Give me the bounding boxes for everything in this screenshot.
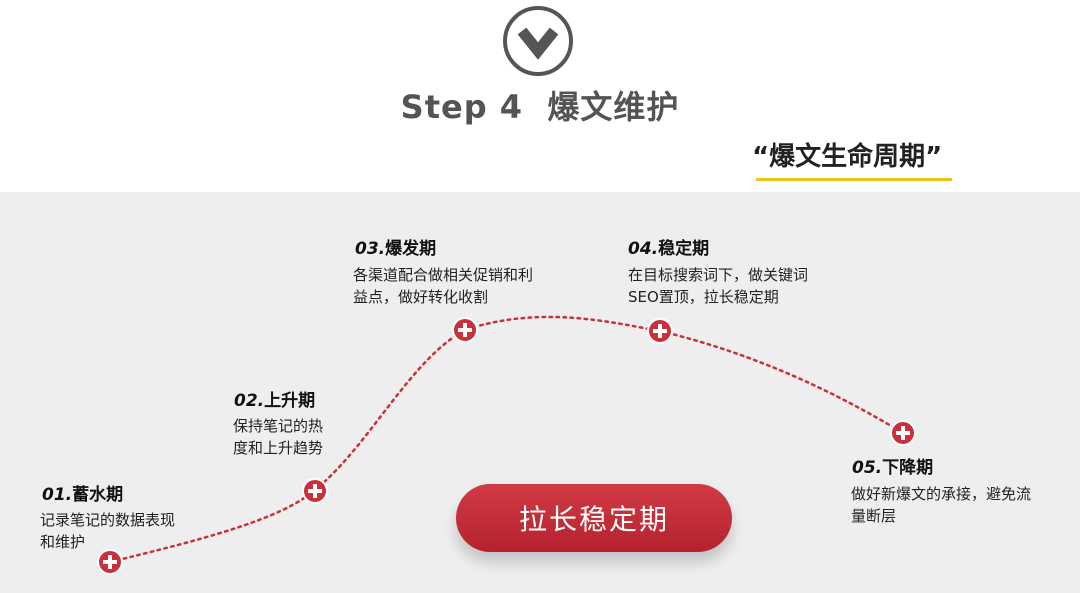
phase-title-4: 04.稳定期 <box>628 239 710 259</box>
phase-title-1: 01.蓄水期 <box>42 485 124 505</box>
phase-desc-2: 保持笔记的热 度和上升趋势 <box>233 417 324 457</box>
phase-marker-1 <box>97 549 123 575</box>
chevron-down-circle-icon <box>503 6 573 76</box>
lifecycle-underline <box>756 178 952 181</box>
lifecycle-title: “爆文生命周期” <box>752 142 943 172</box>
extend-stable-period-button[interactable]: 拉长稳定期 <box>456 484 732 552</box>
phase-desc-4: 在目标搜索词下，做关键词 SEO置顶，拉长稳定期 <box>628 266 809 306</box>
extend-stable-period-label: 拉长稳定期 <box>518 503 669 536</box>
phase-marker-2 <box>302 478 328 504</box>
phase-marker-4 <box>647 318 673 344</box>
phase-marker-5 <box>890 420 916 446</box>
step-title: Step 4 爆文维护 <box>0 82 1080 128</box>
step-name: 爆文维护 <box>547 88 680 126</box>
phase-marker-3 <box>452 317 478 343</box>
phase-title-3: 03.爆发期 <box>355 239 437 259</box>
phase-title-2: 02.上升期 <box>234 391 316 411</box>
phase-title-5: 05.下降期 <box>852 458 934 478</box>
phase-desc-3: 各渠道配合做相关促销和利 益点，做好转化收割 <box>353 266 534 306</box>
step-label: Step 4 <box>400 88 524 126</box>
phase-desc-5: 做好新爆文的承接，避免流 量断层 <box>851 485 1032 525</box>
phase-desc-1: 记录笔记的数据表现 和维护 <box>40 511 176 551</box>
